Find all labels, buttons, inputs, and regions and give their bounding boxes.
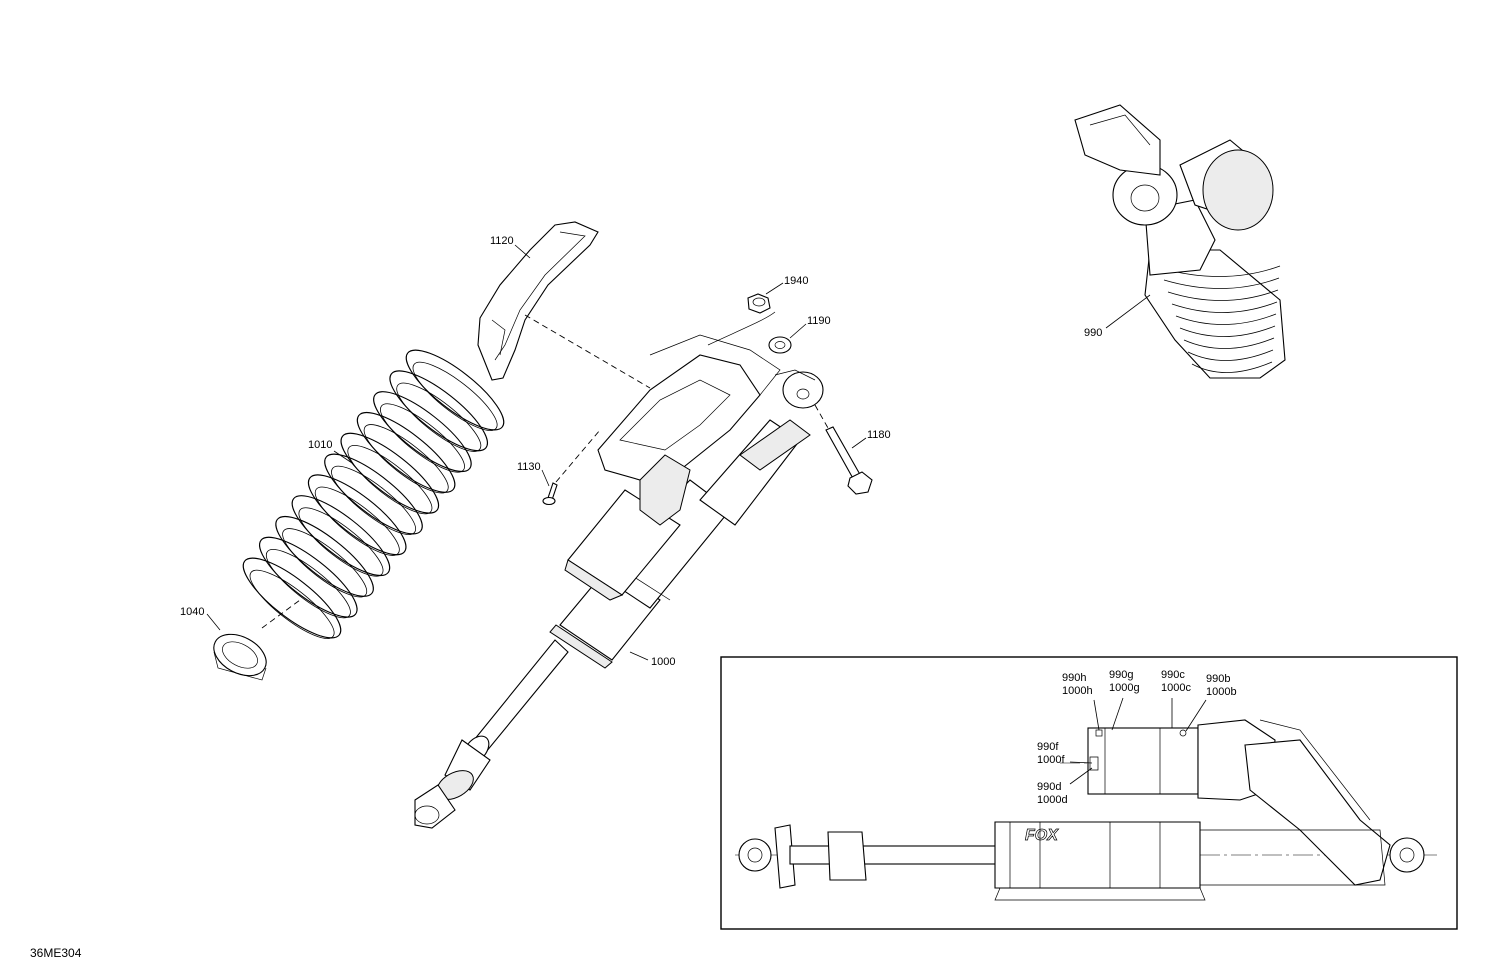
spring-coil bbox=[331, 465, 416, 535]
spring-coil bbox=[249, 569, 335, 639]
spring-coil bbox=[291, 495, 391, 577]
spring-coil bbox=[412, 361, 498, 431]
bellows-coil bbox=[1163, 277, 1280, 289]
spring-coil bbox=[307, 474, 407, 556]
spring-coil bbox=[389, 370, 488, 452]
callout-1000: 1000 bbox=[651, 656, 675, 668]
bellows-coil bbox=[1175, 313, 1277, 325]
callout-1130: 1130 bbox=[517, 461, 541, 473]
bellows-coil bbox=[1183, 337, 1275, 349]
callout-1120: 1120 bbox=[490, 235, 514, 247]
leader-dash-bolt bbox=[814, 404, 829, 429]
spring-coil bbox=[275, 515, 374, 597]
bellows-coil bbox=[1167, 289, 1279, 301]
leader-dash-cover bbox=[524, 314, 651, 389]
hose-line bbox=[707, 311, 776, 346]
leader-dash-screw bbox=[555, 429, 601, 483]
spring-coil bbox=[347, 445, 433, 515]
leader-dash-seat bbox=[261, 599, 301, 629]
bellows-coil bbox=[1171, 301, 1278, 313]
callout-1010: 1010 bbox=[308, 439, 332, 451]
spring-coil bbox=[396, 382, 482, 452]
washer-1190 bbox=[768, 336, 792, 354]
inset-callout-1000b: 1000b bbox=[1206, 686, 1237, 698]
spring-coil bbox=[298, 507, 384, 577]
reservoir-cover bbox=[477, 221, 599, 381]
inset-callout-990b: 990b bbox=[1206, 673, 1230, 685]
nut-1940 bbox=[747, 293, 771, 314]
coil-spring bbox=[242, 349, 505, 639]
spring-coil bbox=[340, 432, 440, 514]
bellows-coil bbox=[1179, 325, 1276, 337]
callout-1040: 1040 bbox=[180, 606, 204, 618]
spring-coil bbox=[380, 403, 465, 473]
callout-1940: 1940 bbox=[784, 275, 808, 287]
callout-1190: 1190 bbox=[807, 315, 831, 327]
spring-coil bbox=[363, 424, 449, 494]
inset-callout-990d: 990d bbox=[1037, 781, 1061, 793]
spring-coil bbox=[265, 549, 351, 619]
callout-990: 990 bbox=[1084, 327, 1102, 339]
inset-callout-1000g: 1000g bbox=[1109, 682, 1140, 694]
callout-leader-lines bbox=[206, 244, 1151, 661]
screw-1130 bbox=[542, 482, 558, 506]
inset-callout-990c: 990c bbox=[1161, 669, 1185, 681]
bolt-1180 bbox=[825, 426, 873, 495]
shock-absorber-1000 bbox=[414, 334, 824, 829]
spring-coils-990 bbox=[1159, 265, 1281, 373]
spring-coil bbox=[373, 391, 472, 473]
inset-callout-1000h: 1000h bbox=[1062, 685, 1093, 697]
spring-coil bbox=[282, 528, 368, 598]
spring-coil bbox=[324, 453, 423, 535]
spring-seat-ring bbox=[213, 633, 267, 681]
inset-callout-990f: 990f bbox=[1037, 741, 1059, 753]
brand-mark: FOX bbox=[1025, 827, 1059, 844]
inset-callout-1000d: 1000d bbox=[1037, 794, 1068, 806]
inset-detail: FOX bbox=[720, 656, 1458, 930]
spring-coil bbox=[242, 557, 342, 639]
spring-coil bbox=[314, 486, 400, 556]
inset-callout-1000c: 1000c bbox=[1161, 682, 1191, 694]
shock-assembly-990 bbox=[1074, 104, 1286, 379]
bellows-coil bbox=[1187, 349, 1274, 361]
bellows-coil bbox=[1191, 361, 1273, 373]
inset-callout-1000f: 1000f bbox=[1037, 754, 1065, 766]
spring-coil bbox=[356, 411, 456, 493]
spring-coil bbox=[405, 349, 505, 431]
inset-callout-990g: 990g bbox=[1109, 669, 1133, 681]
diagram-code: 36ME304 bbox=[30, 946, 82, 960]
callout-1180: 1180 bbox=[867, 429, 891, 441]
inset-callout-990h: 990h bbox=[1062, 672, 1086, 684]
spring-coil bbox=[259, 536, 358, 618]
